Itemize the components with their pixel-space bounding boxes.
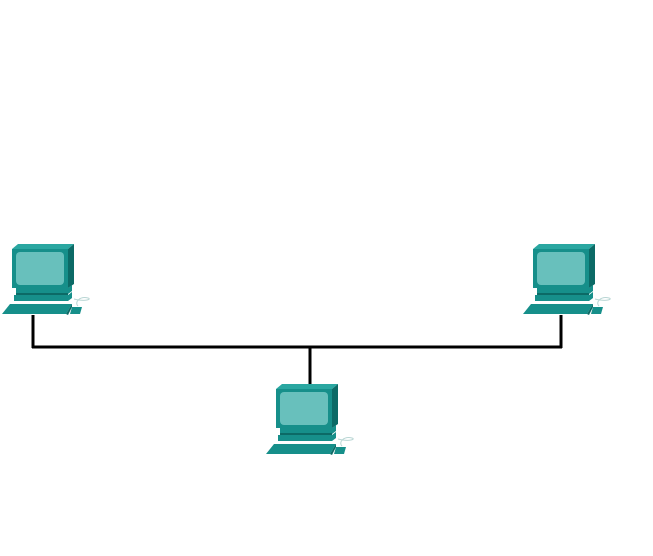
pc-icon[interactable] [1,243,90,316]
pc-icon[interactable] [522,243,611,316]
pc-icon[interactable] [265,383,354,456]
